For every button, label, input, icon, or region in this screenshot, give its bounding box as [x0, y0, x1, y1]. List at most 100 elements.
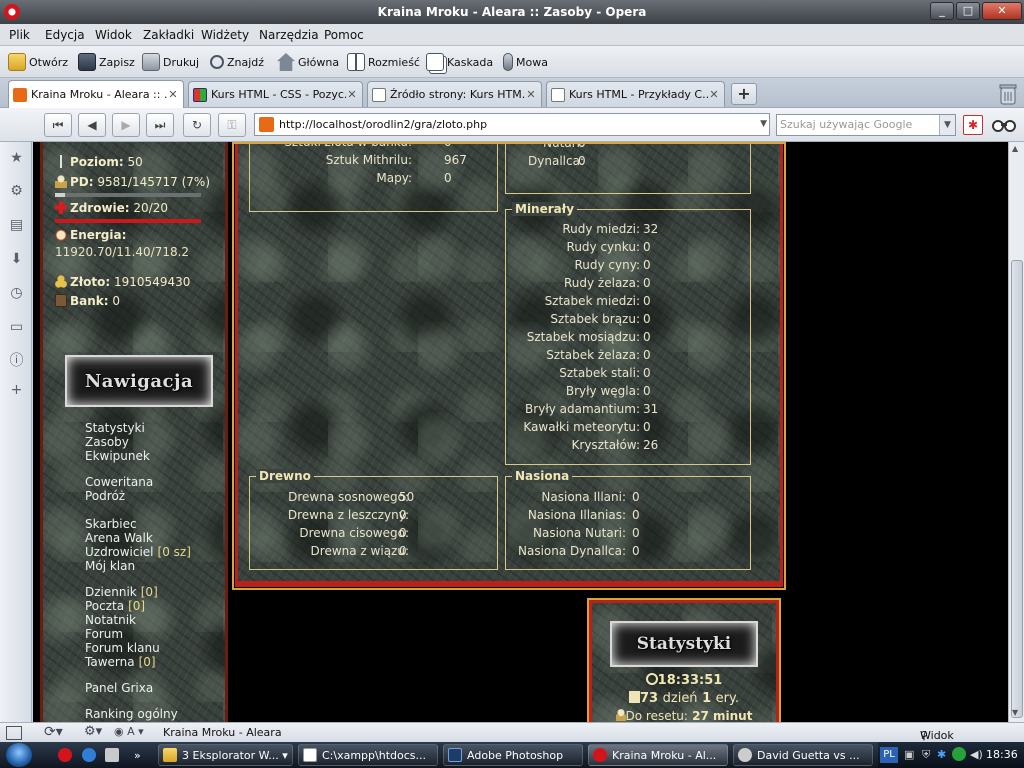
nav-link[interactable]: Ranking ogólny	[85, 707, 178, 721]
find-button[interactable]: Znajdź	[210, 51, 264, 73]
start-button[interactable]	[6, 743, 32, 767]
search-input[interactable]: Szukaj używając Google ▼	[776, 114, 956, 136]
bluetooth-icon[interactable]: ✱	[937, 748, 947, 761]
nav-link[interactable]: Podróż	[85, 489, 125, 503]
windows-icon[interactable]: ▭	[9, 319, 24, 335]
trash-icon[interactable]	[997, 82, 1019, 106]
tab-kurs-html-przyklady[interactable]: Kurs HTML - Przykłady C... ✕	[546, 81, 725, 107]
tile-button[interactable]: Rozmieść	[347, 51, 420, 73]
taskbar-photoshop[interactable]: Adobe Photoshop	[443, 744, 583, 766]
nav-link-label: Mój klan	[85, 559, 136, 573]
mineral-stat-label: Sztabek mosiądzu:	[526, 330, 640, 344]
tab-kraina-mroku[interactable]: Kraina Mroku - Aleara :: ... ✕	[8, 80, 184, 108]
nav-link[interactable]: Tawerna[0]	[85, 655, 156, 669]
nav-link[interactable]: Panel Grixa	[85, 681, 153, 695]
nav-link[interactable]: Dziennik[0]	[85, 585, 158, 599]
forward-button[interactable]: ▶	[112, 113, 140, 137]
quicklaunch-opera-icon[interactable]	[54, 744, 74, 766]
bookmark-alert-icon[interactable]: ✱	[963, 115, 983, 135]
volume-icon[interactable]: ◀)	[970, 748, 983, 761]
close-button[interactable]: ✕	[982, 2, 1022, 20]
menu-widzety[interactable]: Widżety	[201, 28, 250, 42]
nav-link[interactable]: Notatnik	[85, 613, 136, 627]
turbo-icon[interactable]: ⚙▾	[84, 724, 103, 739]
new-tab-button[interactable]: +	[731, 83, 757, 105]
vertical-scrollbar[interactable]: ▲ ▼	[1008, 142, 1024, 722]
sync-icon[interactable]: ⟳▾	[44, 724, 63, 740]
url-input[interactable]: http://localhost/orodlin2/gra/zloto.php …	[254, 113, 770, 136]
rewind-button[interactable]: ⏮	[44, 113, 72, 137]
tab-kurs-css[interactable]: Kurs HTML - CSS - Pozyc... ✕	[188, 81, 363, 107]
chevron-down-icon[interactable]: ▼	[939, 115, 955, 135]
scroll-down-icon[interactable]: ▼	[1012, 708, 1019, 717]
opera-logo-icon[interactable]	[4, 4, 20, 20]
opera-link-icon[interactable]	[991, 115, 1017, 135]
xp-bar	[55, 193, 201, 197]
maximize-button[interactable]: □	[956, 2, 980, 20]
quicklaunch-app-icon[interactable]	[101, 744, 121, 766]
taskbar-opera[interactable]: Kraina Mroku - Al...	[588, 744, 728, 766]
taskbar-explorer[interactable]: 3 Eksplorator W... ▾	[158, 744, 293, 766]
tab-close-icon[interactable]: ✕	[709, 88, 719, 101]
chevron-down-icon[interactable]: ▼	[760, 119, 767, 129]
tray-green-icon[interactable]	[952, 747, 966, 761]
tab-close-icon[interactable]: ✕	[168, 88, 178, 101]
nav-link-label: Poczta	[85, 599, 125, 613]
nav-link[interactable]: Forum	[85, 627, 123, 641]
scrollbar-thumb[interactable]	[1011, 260, 1023, 718]
language-indicator[interactable]: PL	[880, 747, 898, 763]
nav-link[interactable]: Statystyki	[85, 421, 145, 435]
quicklaunch-ie-icon[interactable]	[78, 744, 98, 766]
nav-link[interactable]: Mój klan	[85, 559, 135, 573]
nav-link[interactable]: Ekwipunek	[85, 449, 150, 463]
scroll-up-icon[interactable]: ▲	[1012, 144, 1019, 153]
open-button[interactable]: Otwórz	[8, 51, 68, 73]
cascade-button[interactable]: Kaskada	[426, 51, 493, 73]
panel-toggle-icon[interactable]	[6, 726, 22, 740]
voice-button[interactable]: Mowa	[503, 51, 548, 73]
back-button[interactable]: ◀	[78, 113, 106, 137]
minimize-button[interactable]: _	[930, 2, 954, 20]
menu-narzedzia[interactable]: Narzędzia	[259, 28, 319, 42]
nav-link[interactable]: Forum klanu	[85, 641, 160, 655]
nav-link[interactable]: Uzdrowiciel[0 sz]	[85, 545, 191, 559]
shield-icon[interactable]: ⛨	[922, 748, 931, 761]
clock[interactable]: 18:36	[986, 748, 1018, 761]
settings-gear-icon[interactable]: ⚙	[10, 183, 23, 199]
print-button[interactable]: Drukuj	[142, 51, 199, 73]
wood-stat-label: Drewna sosnowego:	[288, 490, 409, 504]
nav-link[interactable]: Zasoby	[85, 435, 129, 449]
tray-app-icon[interactable]: ▣	[904, 748, 915, 761]
fast-forward-button[interactable]: ⏭	[146, 113, 174, 137]
quicklaunch-more[interactable]: »	[134, 748, 141, 762]
info-icon[interactable]: ⓘ	[9, 353, 24, 369]
nav-link[interactable]: Arena Walk	[85, 531, 153, 545]
javascript-icon[interactable]: ◉ A ▾	[114, 725, 144, 738]
menu-bar: Plik Edycja Widok Zakładki Widżety Narzę…	[0, 24, 1024, 46]
home-button[interactable]: Główna	[277, 51, 339, 73]
taskbar-music[interactable]: David Guetta vs ...	[733, 744, 873, 766]
downloads-icon[interactable]: ⬇	[10, 251, 23, 267]
wood-title: Drewno	[256, 469, 314, 483]
reload-button[interactable]: ↻	[183, 113, 211, 137]
tab-close-icon[interactable]: ✕	[347, 88, 357, 101]
wand-button[interactable]: ⚿	[218, 113, 246, 137]
menu-widok[interactable]: Widok	[95, 28, 132, 42]
tab-zrodlo-strony[interactable]: Źródło strony: Kurs HTM... ✕	[367, 81, 542, 107]
bookmarks-icon[interactable]: ★	[10, 150, 23, 166]
notes-icon[interactable]: ▤	[9, 217, 24, 233]
menu-zakladki[interactable]: Zakładki	[143, 28, 195, 42]
history-clock-icon[interactable]: ◷	[10, 285, 23, 301]
status-page-title: Kraina Mroku - Aleara	[163, 726, 282, 739]
menu-pomoc[interactable]: Pomoc	[324, 28, 364, 42]
tab-close-icon[interactable]: ✕	[526, 88, 536, 101]
menu-plik[interactable]: Plik	[9, 28, 30, 42]
save-button[interactable]: Zapisz	[78, 51, 135, 73]
taskbar-notepad[interactable]: C:\xampp\htdocs...	[298, 744, 438, 766]
magnifier-icon	[210, 55, 224, 69]
nav-link[interactable]: Coweritana	[85, 475, 153, 489]
menu-edycja[interactable]: Edycja	[45, 28, 85, 42]
nav-link[interactable]: Skarbiec	[85, 517, 137, 531]
add-panel-icon[interactable]: +	[10, 382, 23, 398]
nav-link[interactable]: Poczta[0]	[85, 599, 145, 613]
